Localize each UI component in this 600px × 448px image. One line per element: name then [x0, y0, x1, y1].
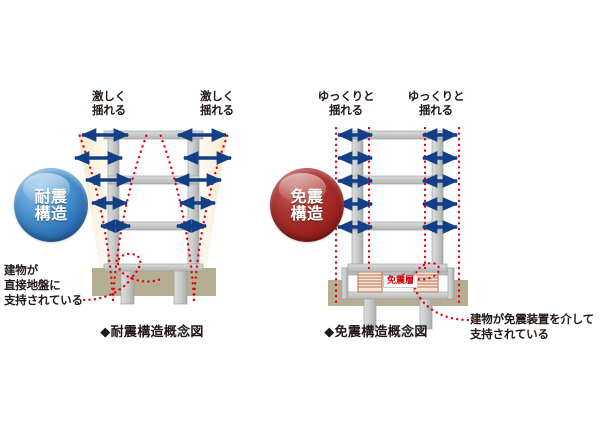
leader-line-right-note [418, 296, 470, 322]
figure-caption-left: ◆耐震構造概念図 [100, 325, 204, 340]
left-structure-group [73, 128, 233, 305]
isolation-layer-label: 免震層 [383, 275, 419, 288]
figure-caption-right: ◆免震構造概念図 [324, 325, 428, 340]
column-left-iso [351, 130, 364, 273]
sway-band-right [196, 133, 228, 268]
base-slab [103, 263, 204, 272]
right-structure-group [328, 126, 470, 330]
badge-base-isolated-label: 免震 構造 [290, 186, 324, 223]
pit-wall-right [447, 267, 455, 300]
shake-label-right-2: ゆっくりと 揺れる [407, 89, 465, 118]
pit-wall-left [341, 267, 349, 300]
pit-bottom-slab [341, 291, 455, 300]
leader-loop-left [116, 252, 165, 283]
badge-base-isolated: 免震 構造 [270, 168, 344, 242]
shake-label-left-2: 激しく 揺れる [200, 89, 234, 118]
badge-quake-resistant: 耐震 構造 [14, 168, 88, 242]
column-right-iso [431, 130, 444, 273]
pile-right-iso [419, 298, 433, 330]
left-arrows-group [73, 128, 133, 233]
note-right-support: 建物が免震装置を介して 支持されている [470, 312, 594, 341]
left-arrows-group-right [173, 128, 233, 233]
shake-label-left-1: 激しく 揺れる [92, 89, 126, 118]
shake-label-right-1: ゆっくりと 揺れる [317, 89, 375, 118]
sway-path-inner-right [157, 129, 196, 302]
sway-path-inner-left [111, 129, 150, 302]
badge-quake-resistant-label: 耐震 構造 [34, 186, 68, 223]
pile-left-iso [363, 298, 377, 330]
note-left-support: 建物が 直接地盤に 支持されている [4, 263, 83, 307]
isolator-left [357, 271, 383, 293]
pile-right [173, 267, 188, 305]
isolation-top-slab [347, 263, 448, 273]
leader-line-left-note [82, 274, 135, 302]
